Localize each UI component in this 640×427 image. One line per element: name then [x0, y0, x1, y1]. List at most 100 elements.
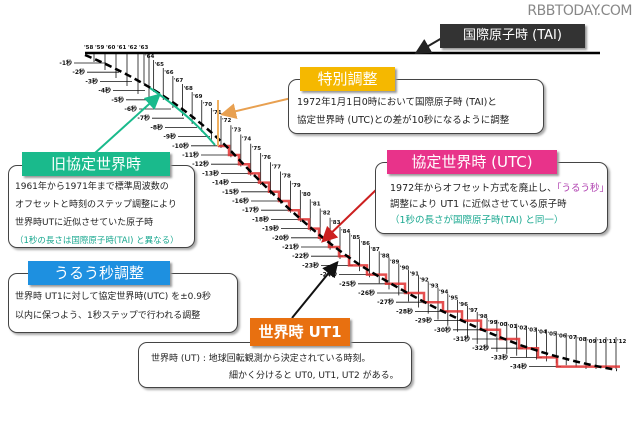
year-label: '69 [193, 94, 203, 100]
year-label: '85 [351, 235, 361, 241]
year-label: '95 [449, 296, 459, 302]
seconds-label: -21秒 [282, 243, 299, 251]
seconds-label: -28秒 [396, 307, 413, 315]
year-label: '08 [577, 337, 587, 343]
seconds-label: -11秒 [182, 151, 199, 159]
year-label: '91 [410, 271, 420, 277]
year-label: '93 [429, 284, 439, 290]
year-label: '07 [567, 335, 577, 341]
ut1-box: 世界時 (UT) : 地球回転観測から決定されている時刻。 細かく分けると UT… [138, 342, 412, 388]
year-label: '84 [341, 229, 351, 235]
year-label: '79 [291, 183, 301, 189]
seconds-label: -7秒 [137, 114, 150, 122]
year-label: '61 [117, 45, 127, 51]
tai-label: 国際原子時 (TAI) [440, 24, 585, 48]
year-label: '98 [478, 314, 488, 320]
old-utc-line-3: 世界時UTに近似させていた原子時 [15, 218, 154, 228]
year-label: '87 [370, 247, 380, 253]
seconds-label: -22秒 [292, 252, 309, 260]
seconds-label: -31秒 [453, 335, 470, 343]
seconds-label: -8秒 [150, 123, 163, 131]
year-label: '67 [174, 78, 184, 84]
seconds-label: -27秒 [377, 298, 394, 306]
year-label: '90 [400, 265, 410, 271]
special-line-1: 1972年1月1日0時において国際原子時 (TAI)と [297, 97, 497, 108]
seconds-label: -33秒 [491, 353, 508, 361]
seconds-label: -15秒 [222, 188, 239, 196]
year-label: '70 [203, 102, 213, 108]
seconds-label: -5秒 [111, 96, 124, 104]
utc-line-3: （1秒の長さが国際原子時(TAI) と同一） [390, 215, 564, 226]
leap-second-highlight: 「うるう秒」 [556, 183, 609, 194]
seconds-label: -9秒 [163, 133, 176, 141]
old-utc-box: 1961年から1971年まで標準周波数の オフセットと時刻のステップ調整により … [8, 165, 195, 248]
year-label: '06 [557, 333, 567, 339]
old-utc-title: 旧協定世界時 [22, 152, 170, 176]
year-label: '97 [468, 308, 478, 314]
seconds-label: -14秒 [212, 179, 229, 187]
year-label: '65 [155, 62, 165, 68]
year-label: '99 [488, 320, 498, 326]
year-label: '04 [538, 330, 548, 336]
ut1-arrow [291, 260, 339, 319]
seconds-label: -23秒 [302, 261, 319, 269]
leap-line-1: 世界時 UT1に対して協定世界時(UTC) を±0.9秒 [15, 292, 211, 302]
year-label: '82 [321, 211, 331, 217]
watermark: RBBTODAY.COM [527, 3, 632, 19]
year-label: '74 [242, 137, 252, 143]
year-label: '02 [518, 326, 528, 332]
seconds-label: -2秒 [72, 68, 85, 76]
year-label: '62 [128, 45, 138, 51]
leap-adjust-title: うるう秒調整 [28, 261, 170, 285]
seconds-label: -4秒 [98, 87, 111, 95]
special-line-2: 協定世界時 (UTC)との差が10秒になるように調整 [297, 115, 510, 126]
year-label: '72 [222, 118, 232, 124]
utc-staircase [218, 144, 620, 368]
year-label: '81 [311, 201, 321, 207]
year-label: '09 [587, 339, 597, 345]
special-adjust-box: 1972年1月1日0時において国際原子時 (TAI)と 協定世界時 (UTC)と… [288, 79, 544, 134]
year-label: '86 [361, 241, 371, 247]
year-label: '63 [139, 45, 149, 51]
seconds-label: -25秒 [339, 280, 356, 288]
ut1-curve [84, 53, 618, 372]
seconds-label: -32秒 [472, 344, 489, 352]
old-utc-note: （1秒の長さは国際原子時(TAI) と異なる） [15, 236, 179, 246]
utc-arrow [321, 187, 379, 243]
year-label: '92 [419, 278, 429, 284]
tai-arrow [414, 37, 443, 55]
year-label: '64 [145, 54, 155, 60]
year-label: '58 [84, 45, 94, 51]
year-label: '96 [459, 302, 469, 308]
year-label: '88 [380, 253, 390, 259]
seconds-label: -18秒 [252, 215, 269, 223]
year-label: '00 [498, 322, 508, 328]
year-label: '11 [607, 339, 617, 345]
year-label: '60 [106, 45, 116, 51]
utc-line-2: 調整により UT1 に近似させている原子時 [390, 199, 567, 210]
year-label: '83 [331, 220, 341, 226]
utc-line-1: 1972年からオフセット方式を廃止し、 [390, 183, 557, 194]
utc-box: 1972年からオフセット方式を廃止し、「うるう秒」 調整により UT1 に近似さ… [375, 162, 609, 234]
seconds-label: -3秒 [85, 77, 98, 85]
seconds-label: -17秒 [242, 206, 259, 214]
year-label: '12 [617, 339, 627, 345]
seconds-label: -6秒 [124, 105, 137, 113]
old-utc-line-1: 1961年から1971年まで標準周波数の [15, 182, 169, 192]
year-label: '05 [547, 331, 557, 337]
year-label: '68 [184, 86, 194, 92]
seconds-label: -13秒 [202, 169, 219, 177]
year-label: '77 [272, 164, 282, 170]
seconds-label: -20秒 [272, 234, 289, 242]
year-label: '78 [282, 174, 292, 180]
ut1-line-1: 世界時 (UT) : 地球回転観測から決定されている時刻。 [151, 354, 371, 364]
seconds-label: -30秒 [434, 326, 451, 334]
year-label: '89 [390, 259, 400, 265]
year-label: '94 [439, 290, 449, 296]
year-label: '01 [508, 324, 518, 330]
seconds-label: -19秒 [262, 225, 279, 233]
year-label: '03 [528, 328, 538, 334]
special-arrow [220, 95, 301, 120]
seconds-label: -12秒 [192, 160, 209, 168]
